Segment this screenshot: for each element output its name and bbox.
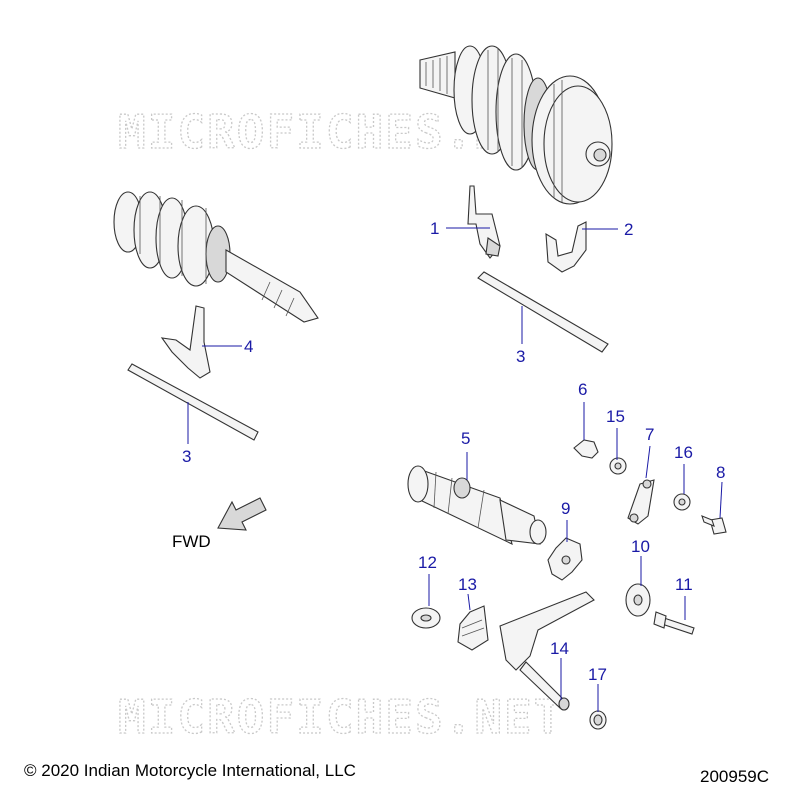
callout-4: 4 (244, 337, 253, 356)
washer-15 (609, 457, 627, 475)
callout-9: 9 (561, 499, 570, 518)
circlip-17 (589, 710, 607, 730)
shift-shaft-14 (499, 591, 595, 711)
callout-7: 7 (645, 425, 654, 444)
callout-17: 17 (588, 665, 607, 684)
bolt-8 (701, 515, 727, 535)
forward-direction-arrow (217, 497, 267, 531)
callout-14: 14 (550, 639, 569, 658)
callout-1: 1 (430, 219, 439, 238)
leader-lines (187, 227, 723, 712)
washer-10 (625, 583, 651, 617)
callout-8: 8 (716, 463, 725, 482)
callout-10: 10 (631, 537, 650, 556)
countershaft-gear-cluster (419, 45, 613, 205)
watermark-bottom: MICROFICHES.NET (118, 690, 563, 744)
fork-shaft-right (477, 271, 609, 353)
fwd-label: FWD (172, 532, 211, 551)
shift-fork-1 (467, 185, 501, 259)
star-cam-9 (547, 537, 583, 581)
callout-labels: 1 2 3 4 3 5 6 15 7 16 8 9 10 11 12 13 14… (182, 219, 725, 684)
mainshaft-gear-cluster (113, 191, 319, 323)
callout-5: 5 (461, 429, 470, 448)
copyright-notice: © 2020 Indian Motorcycle International, … (24, 761, 356, 780)
shift-arm-7 (627, 479, 655, 525)
callout-15: 15 (606, 407, 625, 426)
spring-6 (573, 439, 599, 459)
washer-16 (673, 493, 691, 511)
callout-13: 13 (458, 575, 477, 594)
callout-12: 12 (418, 553, 437, 572)
callout-6: 6 (578, 380, 587, 399)
fork-shaft-left (127, 363, 259, 441)
callout-3-right: 3 (516, 347, 525, 366)
shift-fork-2 (545, 221, 587, 273)
shift-fork-4 (160, 305, 211, 379)
callout-11: 11 (675, 575, 693, 594)
callout-2: 2 (624, 220, 633, 239)
bolt-11 (653, 611, 695, 635)
callout-3-left: 3 (182, 447, 191, 466)
spring-13 (457, 605, 489, 651)
washer-12 (411, 607, 441, 629)
reference-code: 200959C (700, 767, 770, 786)
callout-16: 16 (674, 443, 693, 462)
shift-drum (407, 465, 547, 546)
